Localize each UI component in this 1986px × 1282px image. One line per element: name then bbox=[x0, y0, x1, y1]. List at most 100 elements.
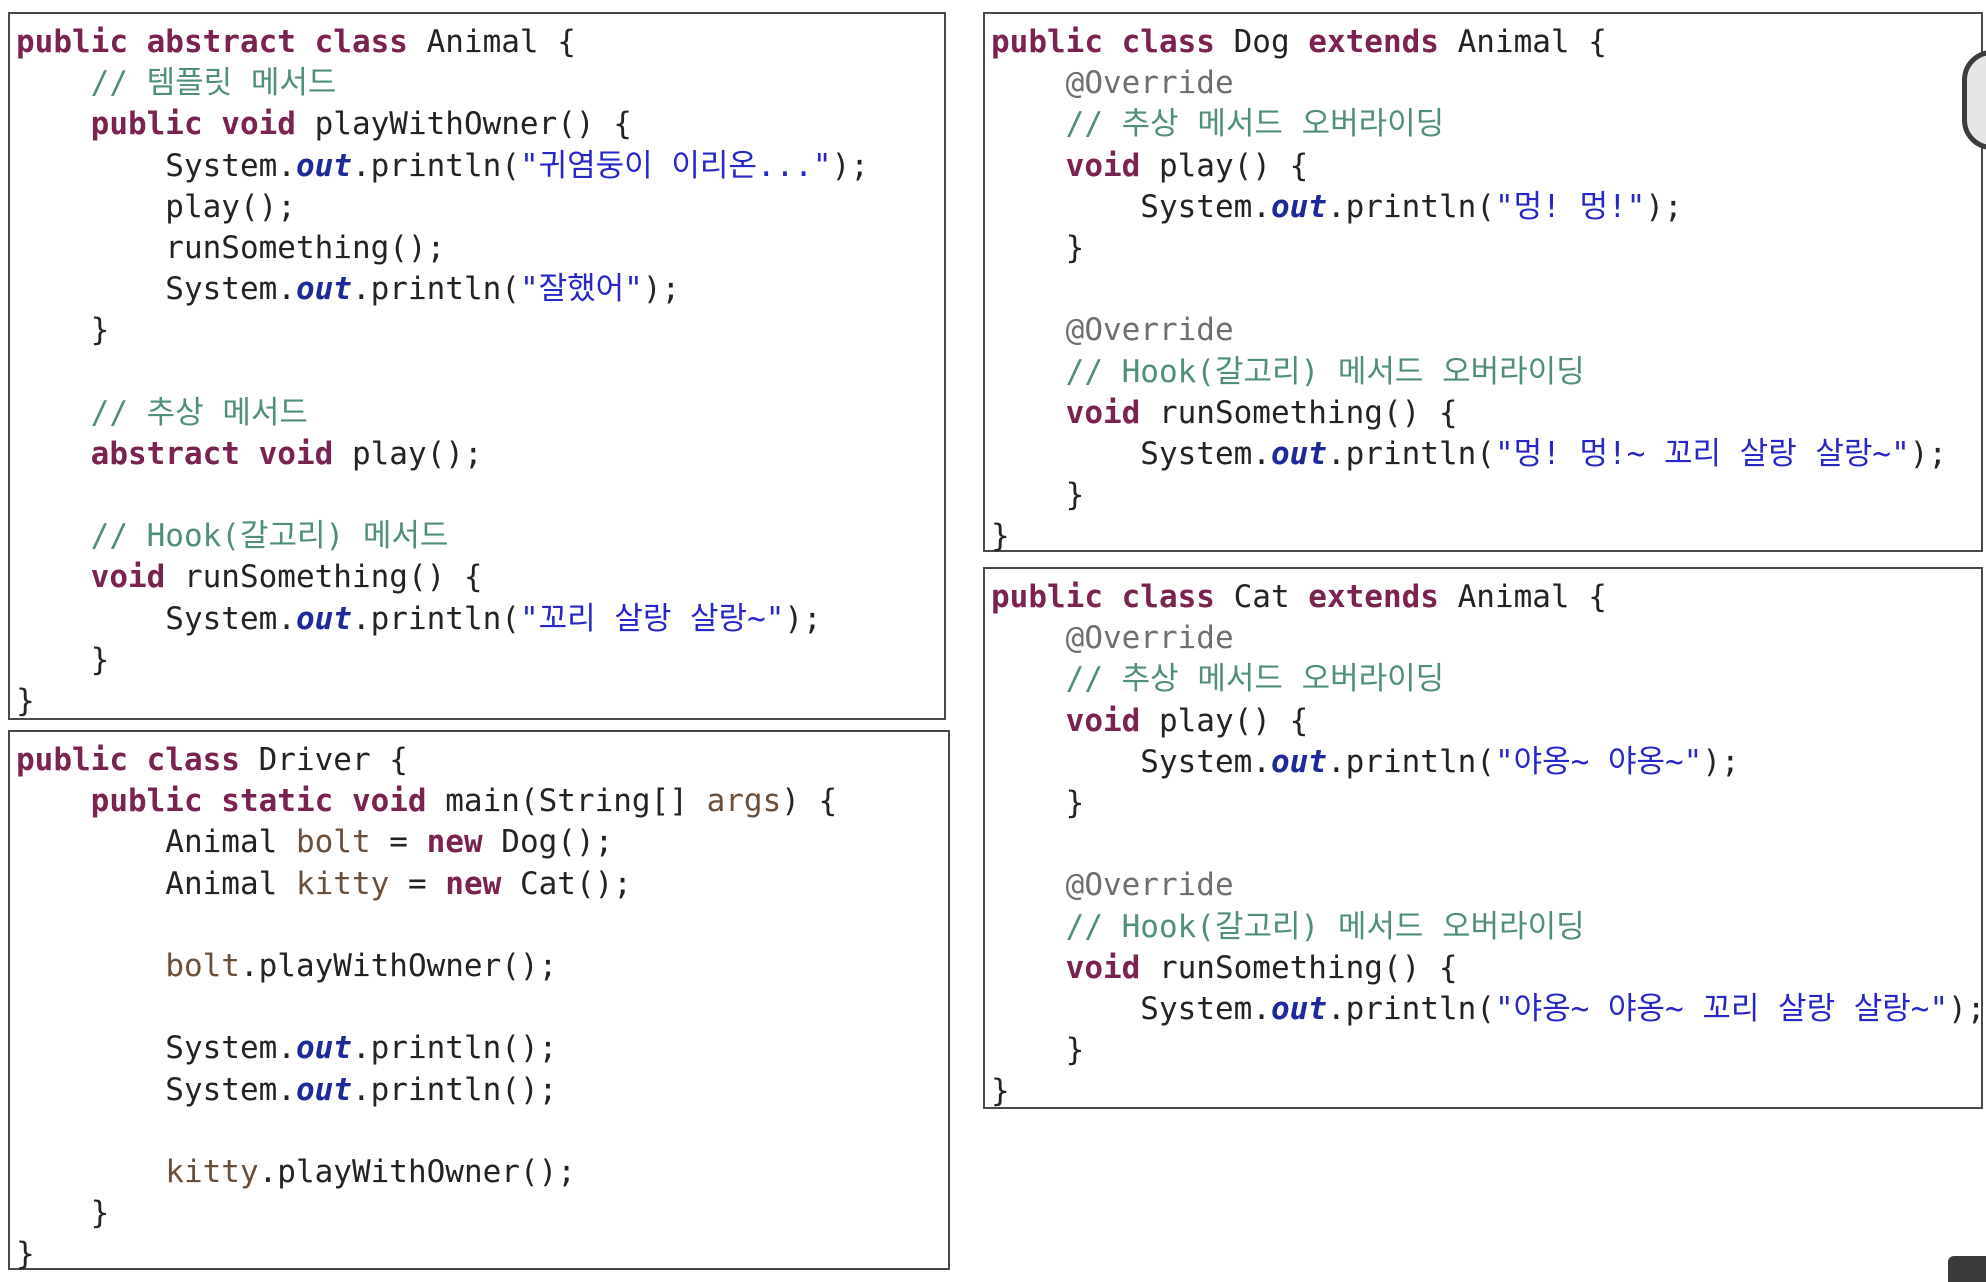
code-text: Animal bbox=[16, 865, 296, 902]
code-text: Cat(); bbox=[501, 865, 632, 902]
code-text: ); bbox=[1702, 743, 1740, 780]
annotation: @Override bbox=[1065, 65, 1234, 102]
code-text bbox=[991, 106, 1066, 142]
code-line: System.out.println(); bbox=[16, 1028, 837, 1069]
code-text: System. bbox=[991, 435, 1271, 472]
code-line: public class Cat extends Animal { bbox=[991, 577, 1985, 618]
code-text: .println( bbox=[1326, 435, 1495, 472]
code-block: public class Dog extends Animal { @Overr… bbox=[991, 22, 1947, 557]
code-text: runSomething() { bbox=[1140, 394, 1458, 431]
code-line: public static void main(String[] args) { bbox=[16, 781, 838, 822]
keyword: void bbox=[1065, 394, 1141, 431]
code-line: // 추상 메서드 bbox=[16, 393, 869, 434]
code-line: } bbox=[991, 1030, 1985, 1071]
code-line: System.out.println(); bbox=[16, 1070, 837, 1111]
code-text: ); bbox=[642, 271, 681, 308]
code-text: ); bbox=[831, 147, 869, 184]
static-field: out bbox=[295, 271, 352, 308]
code-line: } bbox=[16, 681, 869, 722]
keyword: public class bbox=[991, 579, 1215, 615]
code-line bbox=[16, 352, 869, 393]
code-text bbox=[991, 909, 1066, 945]
code-line: @Override bbox=[991, 865, 1985, 906]
comment: // 추상 메서드 오버라이딩 bbox=[1065, 106, 1445, 143]
code-line: // 템플릿 메서드 bbox=[16, 63, 869, 104]
annotation: @Override bbox=[1065, 620, 1234, 657]
code-text: } bbox=[16, 683, 35, 719]
static-field: out bbox=[295, 1030, 352, 1067]
code-text: ); bbox=[784, 600, 822, 637]
string-literal: "잘했어" bbox=[519, 271, 643, 308]
code-line: Animal bolt = new Dog(); bbox=[16, 822, 837, 863]
code-line: System.out.println("멍! 멍!"); bbox=[991, 187, 1947, 228]
code-text: .playWithOwner(); bbox=[239, 947, 558, 984]
static-field: out bbox=[1270, 188, 1327, 225]
code-text bbox=[16, 559, 91, 595]
code-text: .println( bbox=[351, 600, 520, 637]
code-text bbox=[991, 867, 1066, 903]
code-line: // Hook(갈고리) 메서드 오버라이딩 bbox=[991, 907, 1985, 948]
keyword: public abstract class bbox=[16, 24, 408, 60]
code-line: } bbox=[16, 310, 869, 351]
code-text: Cat bbox=[1214, 579, 1309, 615]
keyword: void bbox=[1065, 702, 1141, 739]
code-text bbox=[16, 783, 91, 819]
code-line: // Hook(갈고리) 메서드 bbox=[16, 516, 869, 557]
static-field: out bbox=[295, 600, 352, 637]
code-line: } bbox=[991, 475, 1947, 516]
code-line: System.out.println("잘했어"); bbox=[16, 269, 869, 310]
code-text: System. bbox=[16, 600, 296, 637]
code-text: playWithOwner() { bbox=[295, 106, 632, 143]
keyword: void bbox=[90, 559, 166, 596]
code-line bbox=[16, 905, 837, 946]
code-text: } bbox=[991, 784, 1085, 821]
code-line bbox=[16, 987, 837, 1028]
code-line: runSomething(); bbox=[16, 228, 869, 269]
code-text bbox=[16, 395, 91, 431]
keyword: public static void bbox=[90, 783, 427, 820]
code-block: public class Cat extends Animal { @Overr… bbox=[991, 577, 1985, 1112]
code-line: } bbox=[16, 1234, 837, 1275]
code-line: // 추상 메서드 오버라이딩 bbox=[991, 104, 1947, 145]
code-line bbox=[16, 1111, 837, 1152]
code-text: ); bbox=[1948, 990, 1986, 1027]
code-text: ) { bbox=[781, 783, 838, 820]
code-line: @Override bbox=[991, 310, 1947, 351]
code-text bbox=[16, 65, 91, 101]
string-literal: "야옹~ 야옹~" bbox=[1494, 743, 1703, 780]
code-text: } bbox=[991, 1073, 1010, 1110]
code-block: public class Driver { public static void… bbox=[16, 740, 837, 1275]
variable: kitty bbox=[165, 1153, 259, 1190]
corner-control[interactable] bbox=[1948, 1256, 1986, 1282]
code-text: .println( bbox=[1326, 188, 1495, 225]
code-line: } bbox=[16, 1193, 837, 1234]
code-line: System.out.println("야옹~ 야옹~"); bbox=[991, 742, 1985, 783]
code-line: void play() { bbox=[991, 146, 1947, 187]
code-text: System. bbox=[991, 990, 1271, 1027]
code-line: // 추상 메서드 오버라이딩 bbox=[991, 659, 1985, 700]
code-text: Animal bbox=[16, 824, 296, 861]
side-navigation-button[interactable] bbox=[1962, 50, 1986, 150]
comment: // Hook(갈고리) 메서드 오버라이딩 bbox=[1065, 908, 1585, 945]
code-text: Dog bbox=[1214, 24, 1309, 60]
static-field: out bbox=[295, 147, 352, 184]
annotation: @Override bbox=[1065, 867, 1234, 904]
variable: bolt bbox=[165, 947, 240, 984]
code-text: play(); bbox=[16, 188, 296, 225]
code-text: = bbox=[389, 865, 446, 902]
code-text: .println(); bbox=[351, 1030, 558, 1067]
code-line: @Override bbox=[991, 63, 1947, 104]
keyword: public class bbox=[991, 24, 1215, 60]
code-line: } bbox=[991, 228, 1947, 269]
code-line bbox=[991, 269, 1947, 310]
code-text bbox=[16, 948, 165, 984]
code-panel-cat: public class Cat extends Animal { @Overr… bbox=[983, 567, 1985, 1112]
code-text: } bbox=[16, 641, 110, 678]
code-text: .println( bbox=[351, 271, 520, 308]
code-text: System. bbox=[991, 743, 1271, 780]
code-text: } bbox=[991, 229, 1085, 266]
annotation: @Override bbox=[1065, 312, 1234, 349]
static-field: out bbox=[1270, 990, 1327, 1027]
code-text: Driver { bbox=[239, 742, 408, 778]
code-line: System.out.println("귀염둥이 이리온..."); bbox=[16, 146, 869, 187]
